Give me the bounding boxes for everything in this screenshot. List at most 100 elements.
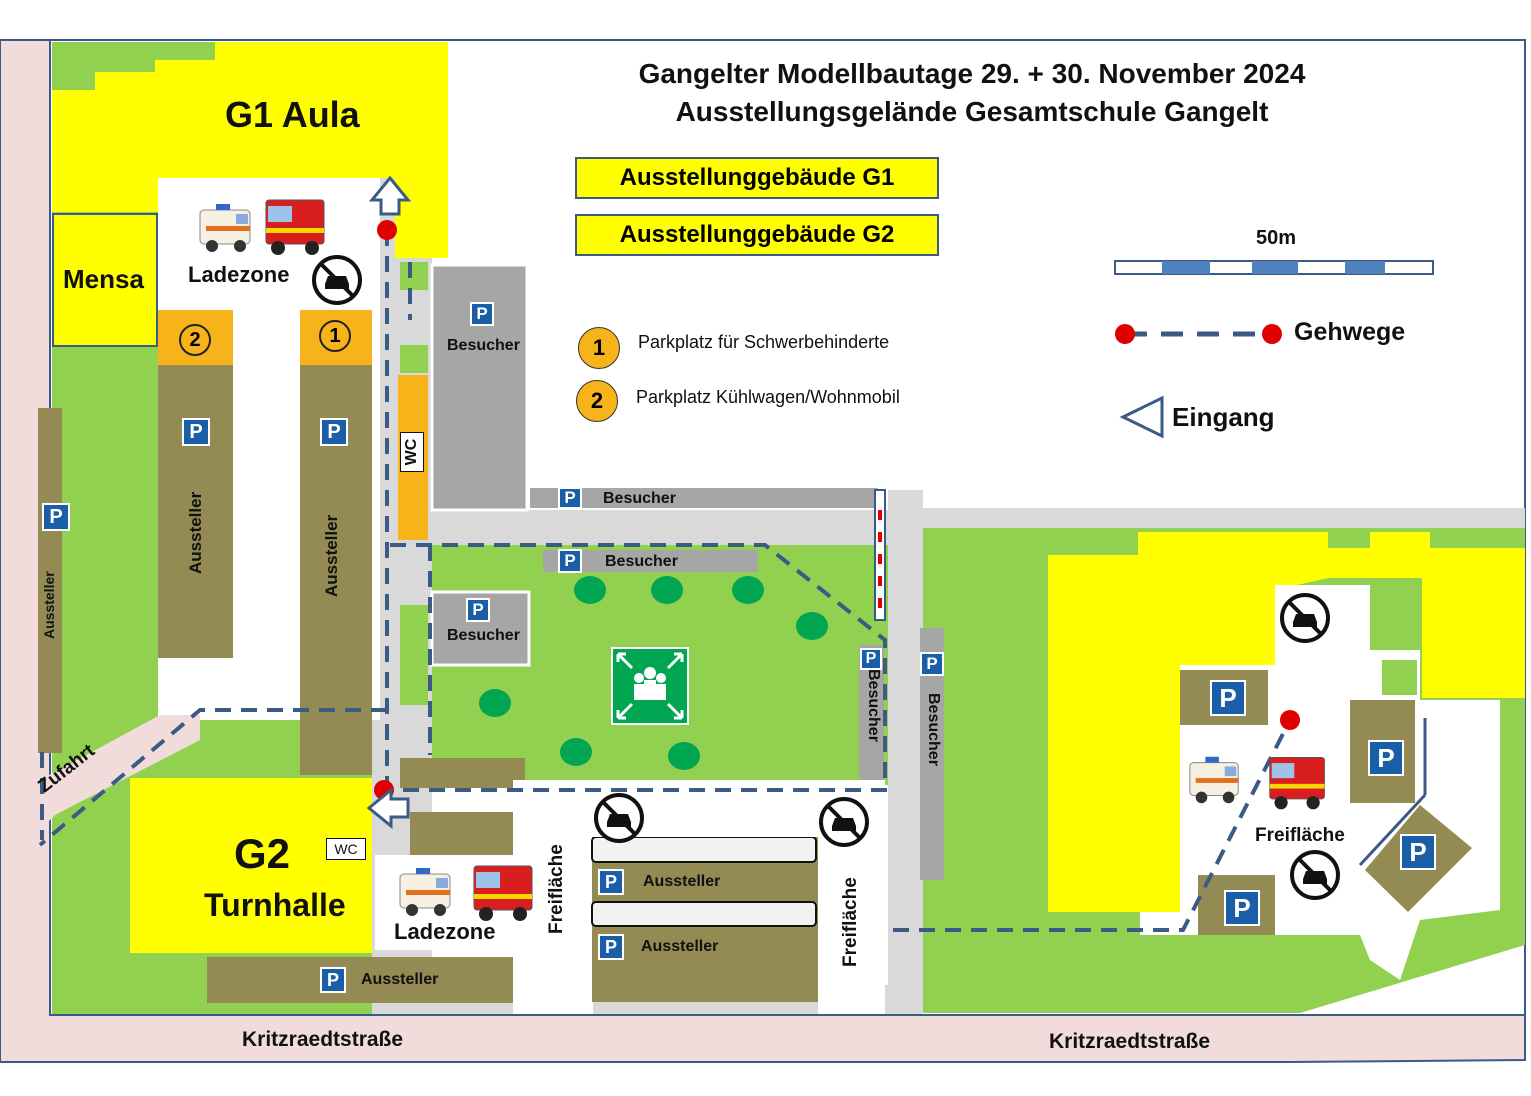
building-g2-code: G2	[234, 830, 291, 877]
ladezone-g2-label: Ladezone	[394, 919, 496, 944]
parking-sign-icon: P	[1368, 740, 1404, 776]
street-label-right: Kritzraedtstraße	[1049, 1030, 1211, 1053]
building-mensa-label: Mensa	[63, 264, 144, 294]
no-car-icon	[312, 255, 362, 305]
parking-sign-icon: P	[1400, 834, 1436, 870]
scale-bar	[1114, 260, 1434, 275]
parking-besucher-row	[530, 488, 878, 508]
parking-aussteller-1	[158, 365, 233, 658]
legend-badge-1: 1	[578, 327, 620, 369]
parking-sign-icon: P	[860, 648, 882, 670]
besucher-label: Besucher	[925, 693, 942, 766]
road-horizontal-mid	[390, 510, 890, 545]
grass-strip-3	[400, 605, 428, 705]
no-car-icon	[1290, 850, 1340, 900]
assembly-point-icon	[611, 647, 689, 725]
entrance-arrow-icon	[366, 786, 410, 830]
tree-icon	[732, 576, 764, 604]
entrance-arrow-icon	[1119, 395, 1164, 439]
aussteller-label: Aussteller	[641, 938, 719, 955]
freiflaeche-label: Freifläche	[840, 877, 861, 967]
aussteller-label: Aussteller	[41, 571, 57, 639]
no-car-icon	[819, 797, 869, 847]
besucher-label: Besucher	[603, 490, 676, 507]
building-g2	[130, 778, 372, 953]
legend-building-g1: Ausstellunggebäude G1	[575, 157, 939, 199]
parking-sign-icon: P	[598, 869, 624, 895]
ladezone-g1-label: Ladezone	[188, 262, 290, 287]
parking-sign-icon: P	[920, 652, 944, 676]
building-g2-name: Turnhalle	[204, 887, 346, 923]
parking-strip-b	[410, 812, 515, 857]
building-g1	[52, 42, 448, 258]
parking-sign-icon: P	[1210, 680, 1246, 716]
tree-icon	[651, 576, 683, 604]
title-line-2: Ausstellungsgelände Gesamtschule Gangelt	[675, 96, 1269, 127]
besucher-label: Besucher	[447, 337, 520, 354]
wc-label-g1: WC	[400, 432, 424, 472]
legend-entrance-label: Eingang	[1172, 402, 1275, 432]
parking-sign-icon: P	[320, 967, 346, 993]
aussteller-label: Aussteller	[186, 491, 205, 574]
walkway-dot-icon	[1115, 324, 1135, 344]
building-right	[1048, 532, 1525, 912]
ambulance-icon	[399, 868, 451, 916]
parking-sign-icon: P	[598, 934, 624, 960]
fire-truck-icon	[265, 199, 325, 255]
ambulance-icon	[1189, 756, 1239, 804]
road-vertical-right	[888, 490, 923, 1015]
white-bar-2	[591, 901, 817, 927]
walkways	[38, 230, 1292, 932]
parking-sign-icon: P	[182, 418, 210, 446]
parking-sign-icon: P	[466, 598, 490, 622]
parking-sign-icon: P	[558, 549, 582, 573]
tree-icon	[796, 612, 828, 640]
legend-badge-2: 2	[576, 380, 618, 422]
grass-strip-1	[400, 262, 428, 290]
freiflaeche-label: Freifläche	[1255, 825, 1345, 846]
building-mensa	[52, 213, 158, 347]
walkway-dot-icon	[1262, 324, 1282, 344]
besucher-label: Besucher	[865, 669, 882, 742]
parking-sign-icon: P	[42, 503, 70, 531]
tree-icon	[574, 576, 606, 604]
parking-aussteller-left	[38, 408, 62, 753]
right-divider-1	[1358, 793, 1427, 867]
parking-sign-icon: P	[470, 302, 494, 326]
legend-badge-2-label: Parkplatz Kühlwagen/Wohnmobil	[636, 387, 900, 407]
road-right-top	[922, 508, 1525, 528]
no-car-icon	[1280, 593, 1330, 643]
freiflaeche-label: Freifläche	[546, 844, 567, 934]
fire-truck-icon	[473, 865, 533, 921]
grass-strip-2	[400, 345, 428, 373]
parking-sign-icon: P	[1224, 890, 1260, 926]
badge-1-map: 1	[319, 320, 351, 352]
building-g1-label: G1 Aula	[225, 94, 360, 135]
parking-aussteller-bottom	[207, 957, 513, 1003]
wc-label-g2: WC	[326, 838, 366, 860]
parking-besucher-row2	[543, 550, 758, 572]
besucher-label: Besucher	[605, 553, 678, 570]
tree-icon	[668, 742, 700, 770]
legend-walkways-label: Gehwege	[1294, 318, 1406, 346]
parking-strip-a	[400, 758, 525, 788]
besucher-label: Besucher	[447, 627, 520, 644]
walkway-dot-icon	[1280, 710, 1300, 730]
title-line-1: Gangelter Modellbautage 29. + 30. Novemb…	[638, 58, 1306, 89]
tree-icon	[479, 689, 511, 717]
scale-label: 50m	[1256, 227, 1297, 249]
aussteller-label: Aussteller	[322, 514, 341, 597]
aussteller-label: Aussteller	[361, 971, 439, 988]
street-label-left: Kritzraedtstraße	[242, 1028, 404, 1051]
aussteller-label: Aussteller	[643, 873, 721, 890]
fire-truck-icon	[1269, 756, 1325, 810]
grass-small-right	[1382, 660, 1417, 695]
trees	[479, 576, 828, 770]
no-car-icon	[594, 793, 644, 843]
badge-2-map: 2	[179, 324, 211, 356]
legend-building-g2: Ausstellunggebäude G2	[575, 214, 939, 256]
parking-sign-icon: P	[320, 418, 348, 446]
tree-icon	[560, 738, 592, 766]
walkway-dot-icon	[377, 220, 397, 240]
entrance-arrow-icon	[368, 175, 412, 216]
